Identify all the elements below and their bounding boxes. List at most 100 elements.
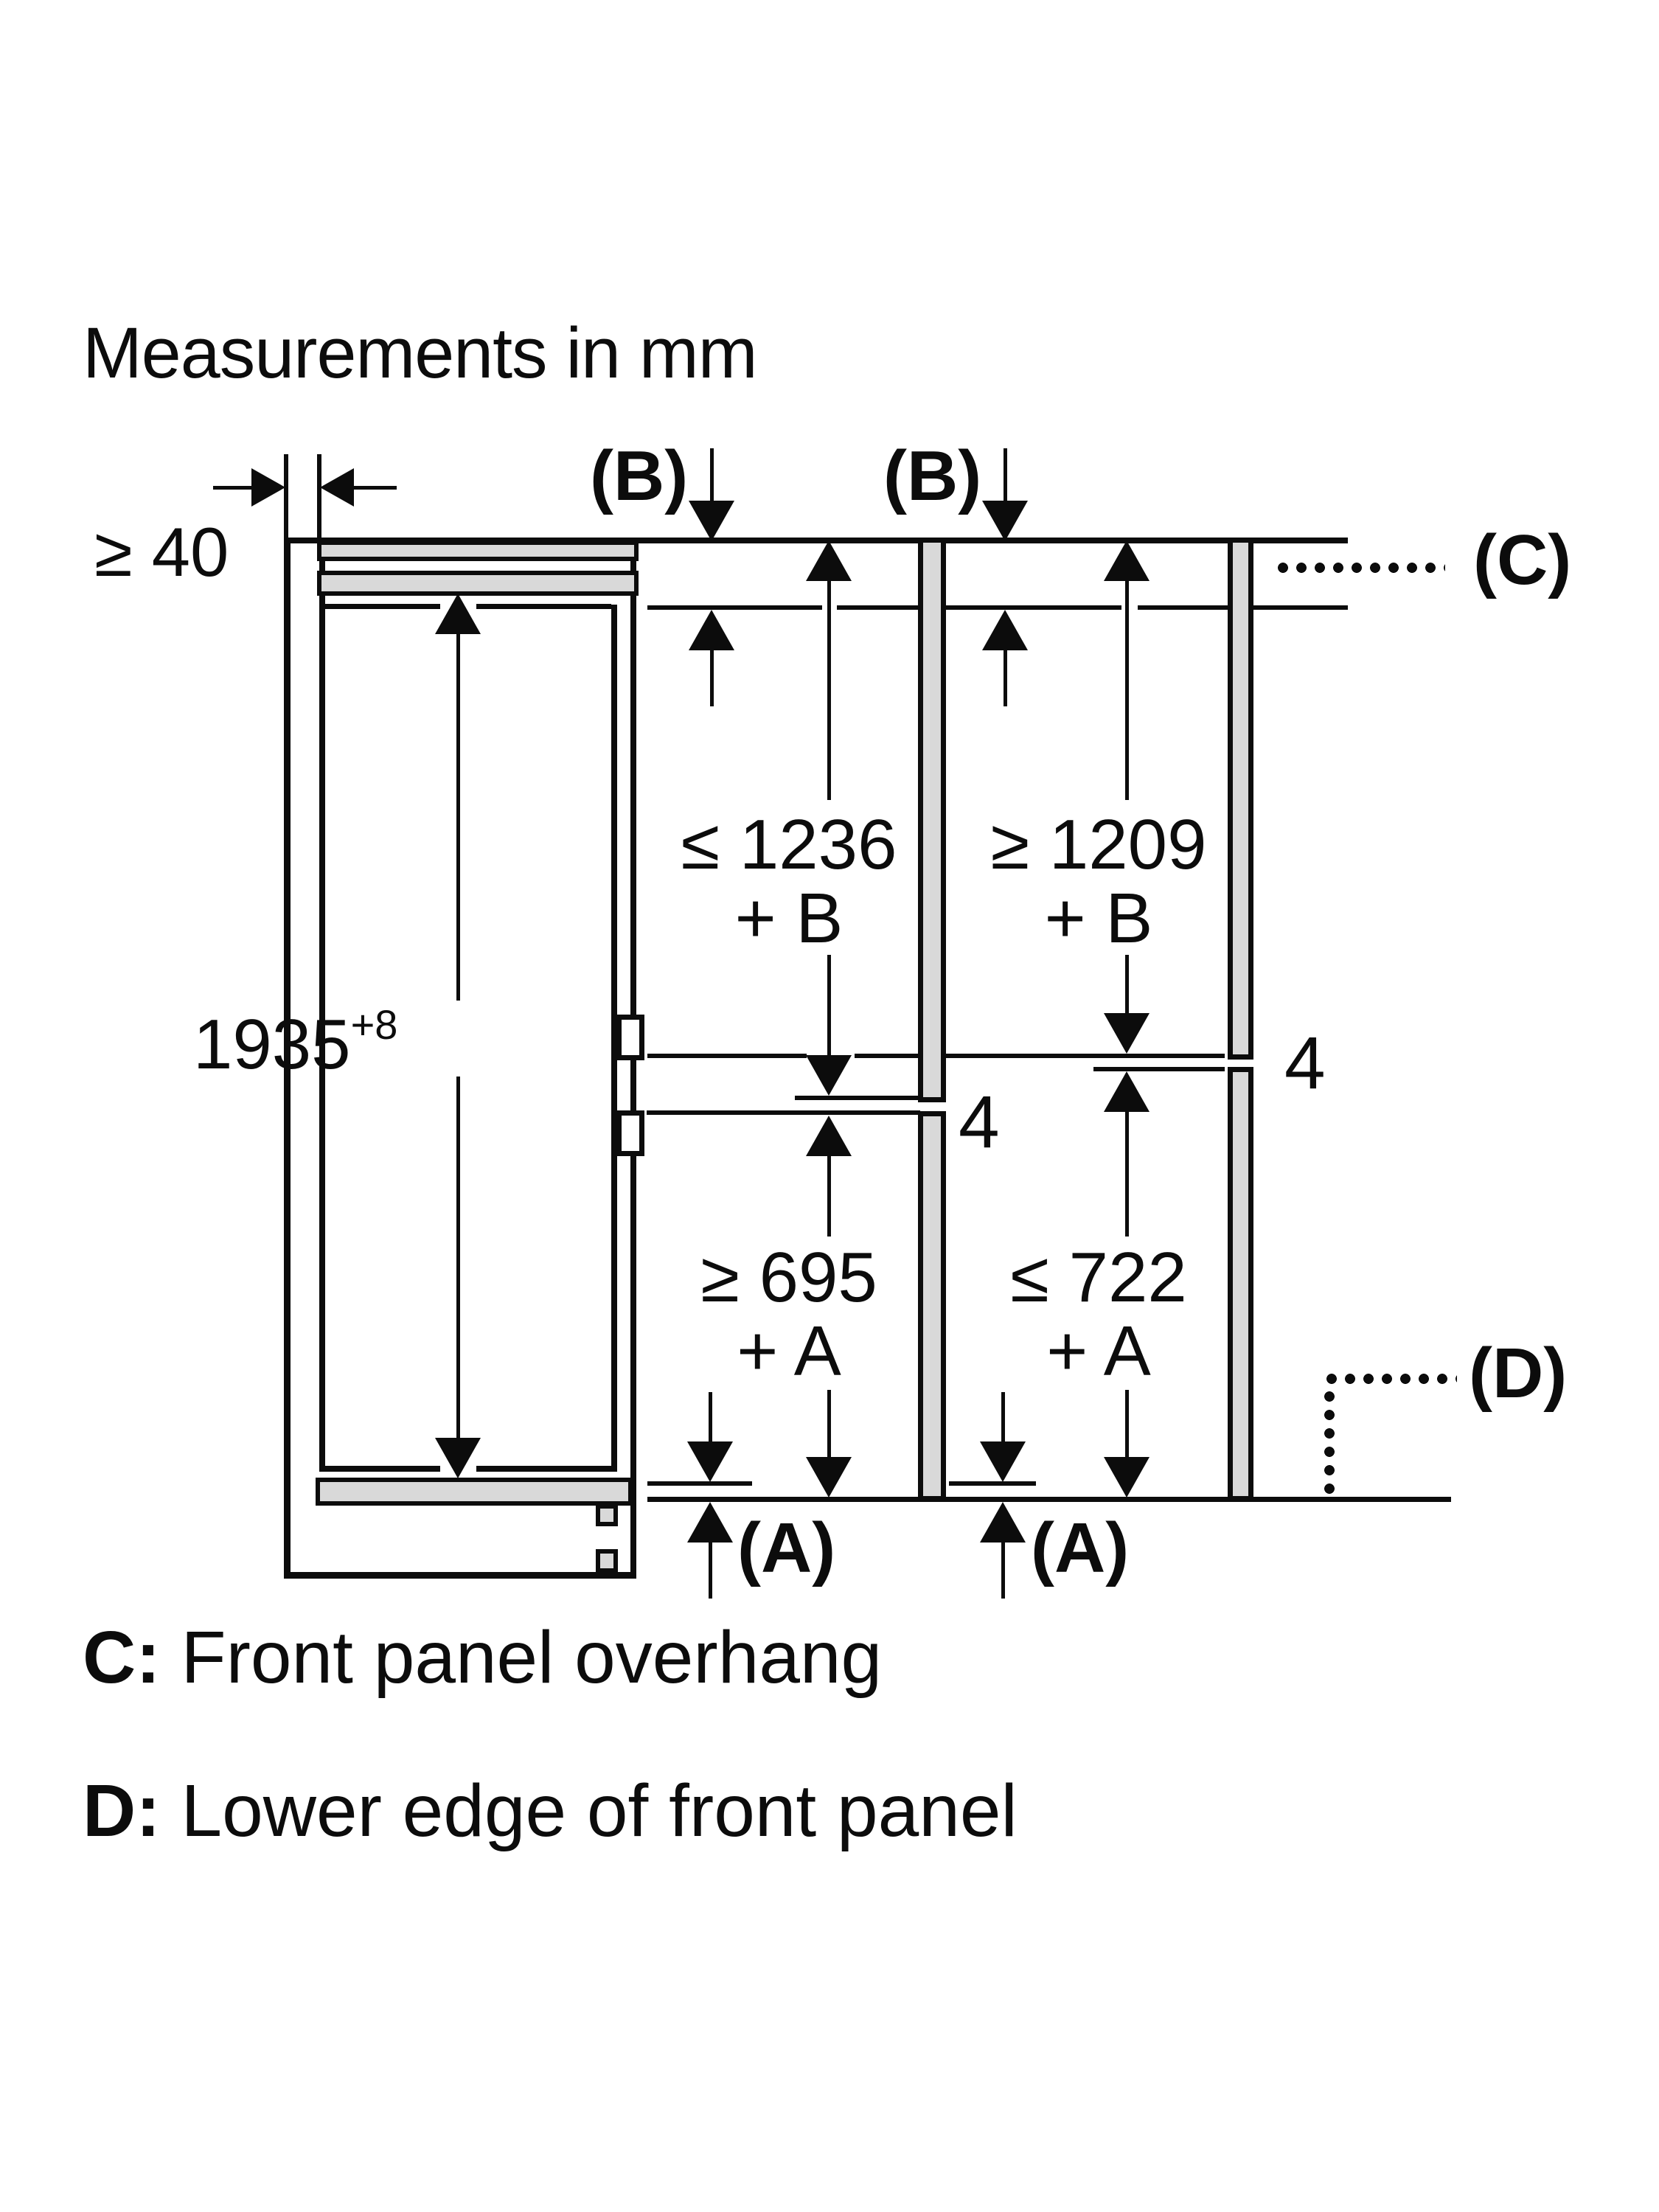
b-left-arrow-shaft-bottom xyxy=(710,649,714,706)
legend-line-d: D:Lower edge of front panel xyxy=(83,1774,1018,1848)
d-dotted-line-vertical-icon xyxy=(1324,1391,1335,1500)
wall-gap-label: ≥ 40 xyxy=(94,513,229,591)
appliance-left-wall xyxy=(319,543,325,1472)
legend-text-c: Front panel overhang xyxy=(181,1616,883,1699)
legend-key-c: C: xyxy=(83,1616,161,1699)
upper-panel-arrowhead-down-icon xyxy=(806,1055,852,1096)
upper-niche-dim-line1: ≥ 1209 xyxy=(990,805,1207,884)
niche-height-number: 1935 xyxy=(193,1005,351,1084)
niche-height-arrowhead-up-icon xyxy=(435,594,481,634)
appliance-right-wall xyxy=(611,605,617,1472)
a-right-arrow-shaft-top xyxy=(1001,1392,1005,1444)
b-right-arrowhead-down-icon xyxy=(982,501,1028,541)
wall-gap-arrowhead-right-icon xyxy=(251,468,285,507)
niche-bottom-ref-line-right xyxy=(949,1481,1036,1486)
niche-top-ref-line-seg1 xyxy=(647,605,822,610)
upper-panel-shaft-top xyxy=(827,580,831,800)
b-left-arrow-shaft-top xyxy=(710,448,714,503)
appliance-top-line-left xyxy=(325,604,440,609)
niche-height-arrowhead-down-icon xyxy=(435,1438,481,1478)
b-right-arrowhead-up-icon xyxy=(982,610,1028,650)
top-overhang-label-left: (B) xyxy=(590,437,689,515)
lower-niche-arrowhead-down-icon xyxy=(1104,1457,1150,1498)
upper-panel-bottom-ref-line xyxy=(795,1096,918,1100)
front-panel-1-upper xyxy=(918,538,946,1102)
door-split-ref-line-seg3 xyxy=(946,1054,1225,1058)
b-right-arrow-shaft-top xyxy=(1004,448,1007,503)
panel-gap-label-left: 4 xyxy=(959,1081,1000,1164)
lower-panel-top-ref-line xyxy=(647,1110,920,1115)
a-left-arrowhead-up-icon xyxy=(687,1502,733,1543)
niche-top-ref-line-seg2 xyxy=(837,605,1121,610)
upper-niche-arrowhead-down-icon xyxy=(1104,1013,1150,1054)
lower-niche-shaft-bottom xyxy=(1125,1390,1129,1458)
a-right-arrowhead-down-icon xyxy=(980,1441,1026,1482)
lower-panel-arrowhead-up-icon xyxy=(806,1116,852,1156)
upper-panel-arrowhead-up-icon xyxy=(806,540,852,581)
top-overhang-label-right: (B) xyxy=(883,437,982,515)
wall-gap-tick-left xyxy=(284,454,288,540)
b-left-arrowhead-up-icon xyxy=(689,610,734,650)
legend-line-c: C:Front panel overhang xyxy=(83,1621,882,1694)
lower-niche-dim-line2: + A xyxy=(1046,1312,1151,1391)
wall-gap-arrowhead-left-icon xyxy=(320,468,354,507)
base-plinth xyxy=(316,1478,633,1506)
a-left-arrow-shaft-bottom xyxy=(709,1541,712,1599)
upper-niche-arrowhead-up-icon xyxy=(1104,540,1150,581)
upper-niche-shaft-top xyxy=(1125,580,1129,800)
foot-bracket-upper xyxy=(596,1504,618,1526)
niche-bottom-ref-line-left xyxy=(647,1481,752,1486)
niche-height-tolerance: +8 xyxy=(350,1001,398,1048)
front-panel-overhang-label: (C) xyxy=(1473,521,1572,599)
appliance-bottom-line-right xyxy=(476,1466,611,1472)
legend-key-d: D: xyxy=(83,1770,161,1852)
wall-gap-arrow-shaft-right xyxy=(352,486,397,490)
upper-panel-dim-line2: + B xyxy=(734,879,844,958)
a-left-arrow-shaft-top xyxy=(709,1392,712,1444)
hinge-bracket-lower xyxy=(616,1110,644,1156)
front-panel-2-upper xyxy=(1228,538,1253,1060)
top-mounting-rail-lower xyxy=(317,571,639,596)
niche-height-shaft-bottom xyxy=(456,1077,460,1439)
a-right-arrow-shaft-bottom xyxy=(1001,1541,1005,1599)
cabinet-left-wall xyxy=(284,538,291,1579)
d-dotted-line-horizontal-icon xyxy=(1326,1373,1457,1385)
upper-panel-dim-line1: ≤ 1236 xyxy=(681,805,897,884)
lower-panel-shaft-bottom xyxy=(827,1390,831,1458)
legend-text-d: Lower edge of front panel xyxy=(181,1770,1018,1852)
niche-height-shaft-top xyxy=(456,633,460,1001)
appliance-top-line-right xyxy=(476,604,611,609)
lower-panel-dim-line2: + A xyxy=(737,1312,841,1391)
niche-height-value: 1935+8 xyxy=(193,1004,397,1080)
lower-niche-dim-line1: ≤ 722 xyxy=(1010,1238,1187,1317)
wall-gap-tick-right xyxy=(317,454,321,540)
front-panel-2-lower xyxy=(1228,1067,1253,1501)
foot-bracket-lower xyxy=(596,1549,618,1573)
lower-niche-shaft-top xyxy=(1125,1110,1129,1237)
bottom-overhang-label-right: (A) xyxy=(1031,1509,1130,1587)
lower-niche-top-ref-line xyxy=(1093,1067,1225,1071)
cabinet-bottom-line xyxy=(284,1572,636,1579)
front-panel-1-lower xyxy=(918,1111,946,1501)
lower-panel-arrowhead-down-icon xyxy=(806,1457,852,1498)
b-right-arrow-shaft-bottom xyxy=(1004,649,1007,706)
panel-lower-edge-line xyxy=(647,1497,1451,1502)
a-right-arrowhead-up-icon xyxy=(980,1502,1026,1543)
door-split-ref-line-seg2 xyxy=(855,1054,918,1058)
b-left-arrowhead-down-icon xyxy=(689,501,734,541)
door-split-ref-line-seg1 xyxy=(647,1054,807,1058)
wall-gap-arrow-shaft-left xyxy=(213,486,254,490)
lower-panel-dim-line1: ≥ 695 xyxy=(700,1238,877,1317)
appliance-bottom-line-left xyxy=(325,1466,440,1472)
upper-panel-shaft-bottom xyxy=(827,955,831,1058)
lower-niche-arrowhead-up-icon xyxy=(1104,1071,1150,1112)
hinge-bracket-upper xyxy=(616,1015,644,1060)
lower-panel-shaft-top xyxy=(827,1155,831,1237)
lower-edge-label: (D) xyxy=(1469,1334,1568,1413)
upper-niche-dim-line2: + B xyxy=(1044,879,1153,958)
diagram-title: Measurements in mm xyxy=(83,313,758,393)
upper-niche-shaft-bottom xyxy=(1125,955,1129,1015)
c-dotted-line-icon xyxy=(1277,562,1445,574)
top-mounting-rail-upper xyxy=(317,540,639,561)
